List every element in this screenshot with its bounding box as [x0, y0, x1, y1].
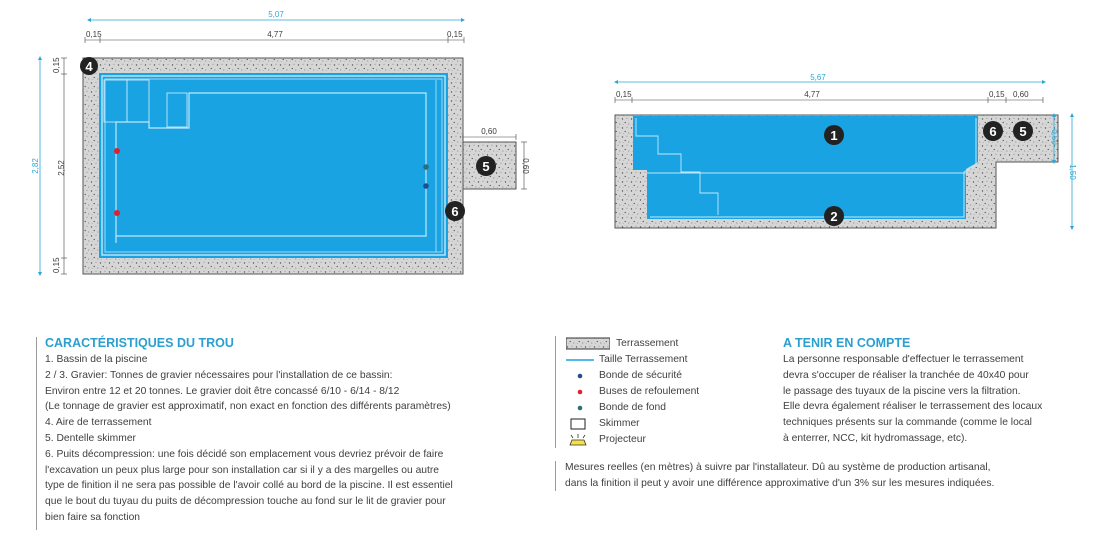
notes-title: A TENIR EN COMPTE — [783, 336, 911, 350]
legend-bar — [555, 336, 556, 448]
notes-block: A TENIR EN COMPTE La personne responsabl… — [783, 335, 1042, 447]
measures-block: Mesures reelles (en mètres) à suivre par… — [565, 460, 994, 492]
blue-dot-icon — [577, 373, 583, 379]
note-line-4: Elle devra également réaliser le terrass… — [783, 401, 1043, 413]
char-line-11: bien faire sa fonction — [45, 511, 141, 523]
svg-text:4: 4 — [85, 59, 93, 74]
side-bottom-wall-dim: 0,15 — [52, 257, 61, 273]
section-total-height-dim: 1,50 — [1068, 164, 1077, 180]
skimmer-height-dim: 0,60 — [521, 158, 530, 174]
top-right-wall-dim: 0,15 — [447, 30, 463, 39]
measures-line-1: Mesures reelles (en mètres) à suivre par… — [565, 462, 991, 473]
terrassement-swatch-icon — [566, 337, 610, 350]
bottom-drain — [423, 164, 429, 170]
characteristics-block: CARACTÉRISTIQUES DU TROU 1. Bassin de la… — [45, 335, 453, 526]
section-view: 5,67 0,15 4,77 0,15 0,60 0,50 1,50 1 2 — [614, 73, 1077, 230]
badge-6-top: 6 — [445, 201, 465, 221]
note-line-5: techniques présents sur la commande (com… — [783, 417, 1032, 429]
note-line-2: devra s'occuper de réaliser la tranchée … — [783, 369, 1029, 381]
char-line-8: l'excavation un peux plus large pour son… — [45, 464, 440, 476]
char-line-3: Environ entre 12 et 20 tonnes. Le gravie… — [45, 385, 400, 397]
note-line-1: La personne responsable d'effectuer le t… — [783, 354, 1024, 365]
badge-5-section: 5 — [1013, 121, 1033, 141]
teal-dot-icon — [577, 405, 583, 411]
svg-text:1: 1 — [830, 128, 837, 143]
characteristics-bar — [36, 337, 37, 530]
measures-line-2: dans la finition il peut y avoir une dif… — [565, 477, 995, 489]
pool-water-section — [633, 116, 978, 219]
svg-text:6: 6 — [989, 124, 996, 139]
return-nozzle-1 — [114, 148, 120, 154]
side-top-wall-dim: 0,15 — [52, 57, 61, 73]
section-interior-dim: 4,77 — [804, 90, 820, 99]
char-line-5: 4. Aire de terrassement — [45, 417, 152, 429]
svg-text:5: 5 — [482, 159, 489, 174]
skimmer-box-icon — [570, 418, 586, 430]
section-total-dim: 5,67 — [810, 73, 826, 82]
badge-4: 4 — [80, 57, 98, 75]
red-dot-icon — [577, 389, 583, 395]
top-total-dim: 5,07 — [268, 10, 284, 19]
side-total-dim: 2,82 — [31, 158, 40, 174]
char-line-2: 2 / 3. Gravier: Tonnes de gravier nécess… — [45, 369, 393, 381]
section-skimmer-height-dim: 0,50 — [1050, 129, 1059, 145]
char-line-6: 5. Dentelle skimmer — [45, 432, 136, 444]
section-right-wall-dim: 0,15 — [989, 90, 1005, 99]
svg-text:6: 6 — [451, 204, 458, 219]
svg-text:2: 2 — [830, 209, 837, 224]
badge-6-section: 6 — [983, 121, 1003, 141]
blue-line-icon — [566, 359, 594, 361]
badge-5-top: 5 — [476, 156, 496, 176]
safety-drain — [423, 183, 429, 189]
projector-icon — [569, 434, 587, 446]
section-left-wall-dim: 0,15 — [616, 90, 632, 99]
char-line-4: (Le tonnage de gravier est approximatif,… — [45, 401, 451, 413]
svg-text:5: 5 — [1019, 124, 1026, 139]
measures-bar — [555, 461, 556, 491]
skimmer-width-dim: 0,60 — [481, 127, 497, 136]
char-line-7: 6. Puits décompression: une fois décidé … — [45, 448, 444, 460]
note-line-6: à enterrer, NCC, kit hydromassage, etc). — [783, 432, 968, 444]
badge-1: 1 — [824, 125, 844, 145]
badge-2: 2 — [824, 206, 844, 226]
char-line-1: 1. Bassin de la piscine — [45, 354, 148, 365]
return-nozzle-2 — [114, 210, 120, 216]
characteristics-title: CARACTÉRISTIQUES DU TROU — [45, 336, 234, 350]
top-left-wall-dim: 0,15 — [86, 30, 102, 39]
pool-water-top — [99, 73, 448, 258]
top-view: 5,07 0,15 4,77 0,15 2,82 0,15 2,52 0,15 … — [31, 10, 530, 276]
char-line-9: type de finition il ne sera pas possible… — [45, 480, 453, 492]
char-line-10: que le bout du tuyau du puits de décompr… — [45, 496, 446, 508]
side-interior-dim: 2,52 — [57, 160, 66, 176]
top-interior-dim: 4,77 — [267, 30, 283, 39]
section-skimmer-dim: 0,60 — [1013, 90, 1029, 99]
note-line-3: le passage des tuyaux de la piscine vers… — [783, 385, 1021, 397]
